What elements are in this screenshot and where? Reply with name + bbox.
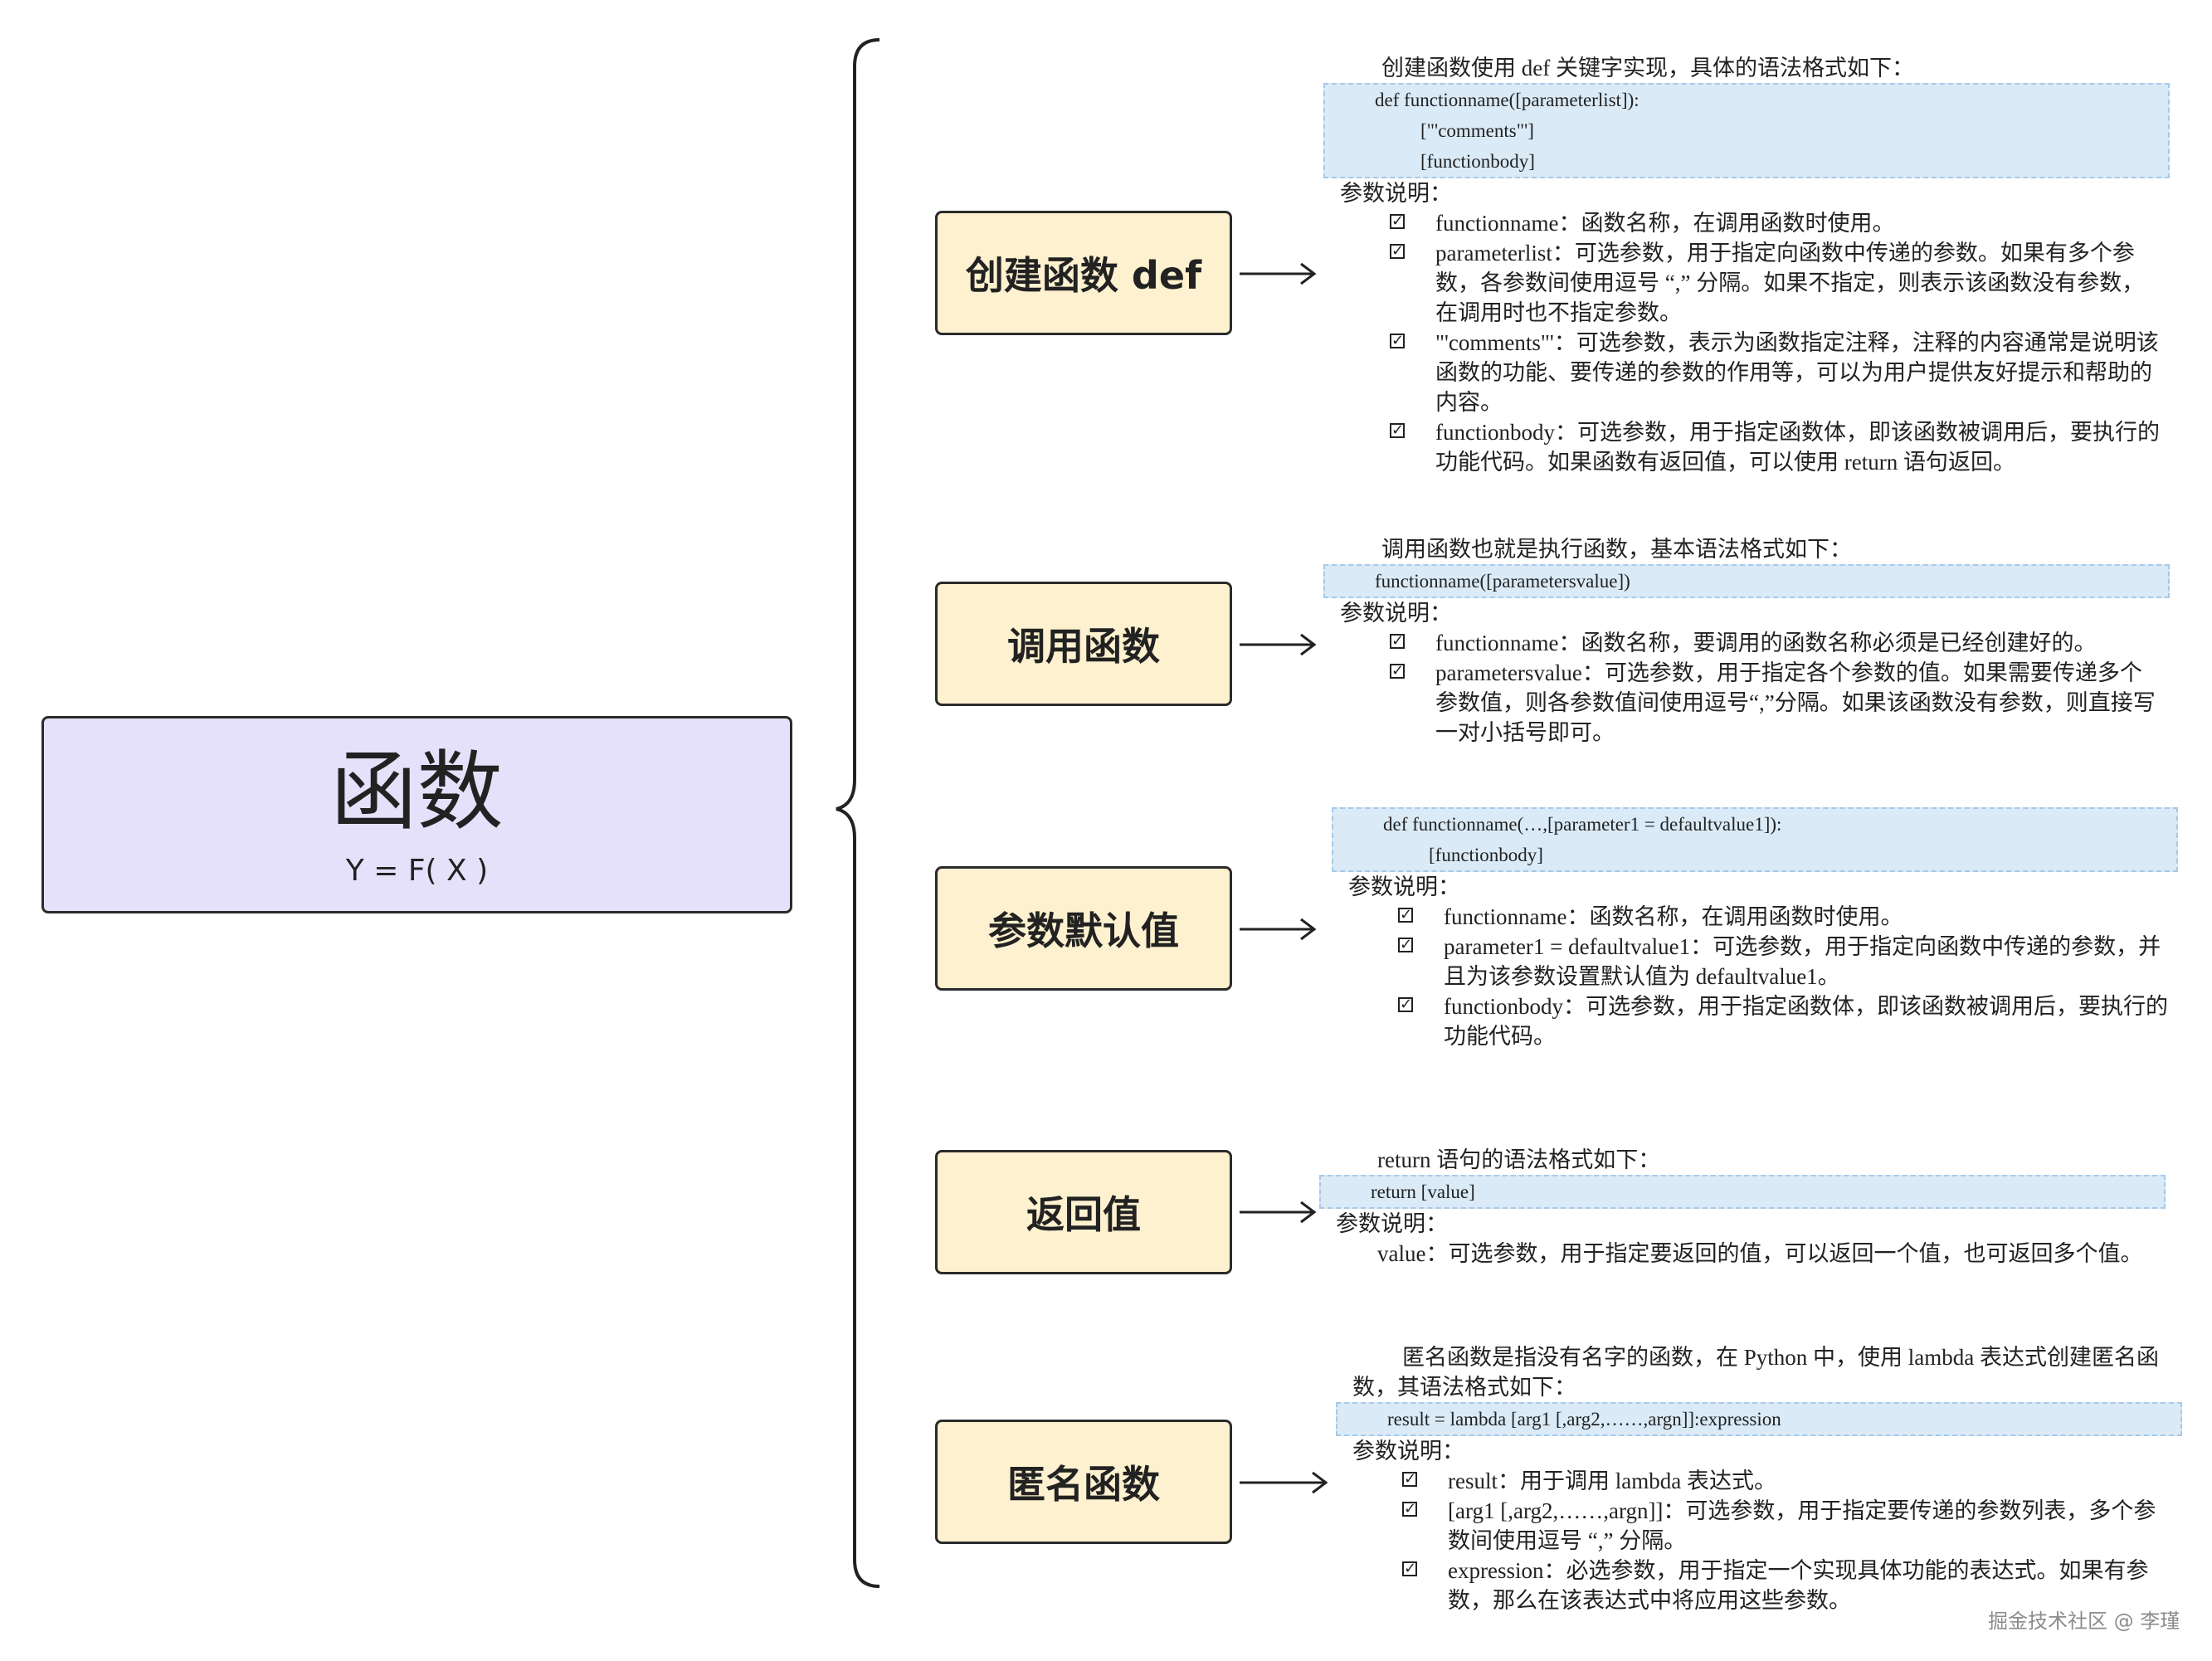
- panel-call-param-label: 参数说明：: [1340, 601, 1452, 626]
- code-line: ["'comments"']: [1420, 120, 1534, 141]
- item-text: expression：必选参数，用于指定一个实现具体功能的表达式。如果有参数，那…: [1448, 1558, 2149, 1613]
- panel-default: def functionname(…,[parameter1 = default…: [1332, 807, 2178, 1051]
- arrow-return: [1240, 1201, 1317, 1224]
- panel-call-intro: 调用函数也就是执行函数，基本语法格式如下：: [1381, 537, 1852, 562]
- node-call-function[interactable]: 调用函数: [935, 582, 1232, 706]
- checkbox-icon: ✓: [1390, 662, 1405, 680]
- list-item: ✓ result：用于调用 lambda 表达式。: [1402, 1466, 2182, 1496]
- item-text: functionbody：可选参数，用于指定函数体，即该函数被调用后，要执行的功…: [1435, 420, 2160, 475]
- arrow-lambda: [1240, 1471, 1328, 1494]
- node-create-function-label: 创建函数 def: [965, 253, 1202, 298]
- item-text: functionname：函数名称，在调用函数时使用。: [1435, 211, 1895, 236]
- checkbox-icon: ✓: [1402, 1560, 1417, 1577]
- list-item: ✓ parametersvalue：可选参数，用于指定各个参数的值。如果需要传递多…: [1390, 658, 2170, 748]
- checkbox-icon: ✓: [1402, 1470, 1417, 1488]
- item-text: result：用于调用 lambda 表达式。: [1448, 1469, 1776, 1493]
- node-return-value[interactable]: 返回值: [935, 1150, 1232, 1274]
- item-text: functionbody：可选参数，用于指定函数体，即该函数被调用后，要执行的功…: [1444, 994, 2168, 1049]
- watermark: 掘金技术社区 @ 李瑾: [1988, 1610, 2180, 1633]
- item-text: parametersvalue：可选参数，用于指定各个参数的值。如果需要传递多个…: [1435, 660, 2156, 745]
- panel-default-code: def functionname(…,[parameter1 = default…: [1332, 807, 2178, 872]
- panel-return: return 语句的语法格式如下： return [value] 参数说明： v…: [1319, 1145, 2166, 1269]
- item-text: parameterlist：可选参数，用于指定向函数中传递的参数。如果有多个参数…: [1435, 241, 2145, 325]
- node-create-function[interactable]: 创建函数 def: [935, 211, 1232, 335]
- arrow-create: [1240, 262, 1317, 285]
- list-item: ✓ functionname：函数名称，在调用函数时使用。: [1398, 902, 2178, 932]
- checkbox-icon: ✓: [1390, 632, 1405, 650]
- panel-return-param-label: 参数说明：: [1336, 1211, 1448, 1236]
- checkbox-icon: ✓: [1398, 906, 1413, 923]
- root-subtitle: Y = F( X ): [345, 854, 489, 888]
- list-item: ✓ functionbody：可选参数，用于指定函数体，即该函数被调用后，要执行的…: [1398, 991, 2178, 1051]
- panel-lambda-code: result = lambda [arg1 [,arg2,……,argn]]:e…: [1336, 1402, 2182, 1436]
- list-item: ✓ parameter1 = defaultvalue1：可选参数，用于指定向函数…: [1398, 932, 2178, 991]
- item-text: parameter1 = defaultvalue1：可选参数，用于指定向函数中…: [1444, 934, 2161, 989]
- checkbox-icon: ✓: [1398, 936, 1413, 953]
- code-line: def functionname([parameterlist]):: [1375, 90, 1640, 110]
- panel-create-code: def functionname([parameterlist]): ["'co…: [1323, 83, 2170, 178]
- panel-create: 创建函数使用 def 关键字实现，具体的语法格式如下： def function…: [1323, 53, 2170, 477]
- arrow-default: [1240, 918, 1317, 941]
- list-item: ✓ functionbody：可选参数，用于指定函数体，即该函数被调用后，要执行的…: [1390, 417, 2170, 477]
- arrow-call: [1240, 633, 1317, 656]
- code-line: def functionname(…,[parameter1 = default…: [1383, 814, 1782, 835]
- panel-call-code: functionname([parametersvalue]): [1323, 564, 2170, 598]
- list-item: ✓ parameterlist：可选参数，用于指定向函数中传递的参数。如果有多个参…: [1390, 238, 2170, 328]
- panel-create-intro: 创建函数使用 def 关键字实现，具体的语法格式如下：: [1381, 56, 1914, 80]
- item-text: functionname：函数名称，在调用函数时使用。: [1444, 904, 1903, 929]
- checkbox-icon: ✓: [1398, 996, 1413, 1013]
- list-item: ✓ functionname：函数名称，在调用函数时使用。: [1390, 208, 2170, 238]
- item-text: [arg1 [,arg2,……,argn]]：可选参数，用于指定要传递的参数列表…: [1448, 1498, 2156, 1553]
- code-line: [functionbody]: [1429, 845, 1543, 865]
- root-title: 函数: [330, 741, 504, 842]
- item-text: "'comments"'：可选参数，表示为函数指定注释，注释的内容通常是说明该函…: [1435, 330, 2159, 415]
- list-item: ✓ expression：必选参数，用于指定一个实现具体功能的表达式。如果有参数，…: [1402, 1556, 2182, 1615]
- panel-call: 调用函数也就是执行函数，基本语法格式如下： functionname([para…: [1323, 534, 2170, 748]
- panel-lambda: 匿名函数是指没有名字的函数，在 Python 中，使用 lambda 表达式创建…: [1336, 1342, 2182, 1615]
- root-node[interactable]: 函数 Y = F( X ): [41, 716, 792, 913]
- panel-return-value-line: value：可选参数，用于指定要返回的值，可以返回一个值，也可返回多个值。: [1377, 1241, 2143, 1266]
- item-text: functionname：函数名称，要调用的函数名称必须是已经创建好的。: [1435, 631, 2097, 655]
- code-line: [functionbody]: [1420, 151, 1535, 172]
- panel-return-intro: return 语句的语法格式如下：: [1377, 1147, 1661, 1172]
- panel-create-param-label: 参数说明：: [1340, 181, 1452, 206]
- list-item: ✓ functionname：函数名称，要调用的函数名称必须是已经创建好的。: [1390, 628, 2170, 658]
- code-line: result = lambda [arg1 [,arg2,……,argn]]:e…: [1387, 1409, 1781, 1430]
- code-line: return [value]: [1371, 1181, 1475, 1202]
- list-item: ✓ [arg1 [,arg2,……,argn]]：可选参数，用于指定要传递的参数列…: [1402, 1496, 2182, 1556]
- list-item: ✓ "'comments"'：可选参数，表示为函数指定注释，注释的内容通常是说明该…: [1390, 328, 2170, 417]
- node-default-params-label: 参数默认值: [988, 908, 1179, 953]
- panel-default-param-label: 参数说明：: [1348, 874, 1460, 899]
- node-default-params[interactable]: 参数默认值: [935, 866, 1232, 991]
- checkbox-icon: ✓: [1390, 242, 1405, 260]
- node-lambda[interactable]: 匿名函数: [935, 1420, 1232, 1544]
- checkbox-icon: ✓: [1402, 1500, 1417, 1517]
- node-call-function-label: 调用函数: [1007, 624, 1160, 669]
- checkbox-icon: ✓: [1390, 332, 1405, 349]
- panel-lambda-param-label: 参数说明：: [1352, 1439, 1464, 1464]
- checkbox-icon: ✓: [1390, 421, 1405, 439]
- code-line: functionname([parametersvalue]): [1375, 571, 1630, 592]
- panel-lambda-intro: 匿名函数是指没有名字的函数，在 Python 中，使用 lambda 表达式创建…: [1352, 1345, 2159, 1400]
- checkbox-icon: ✓: [1390, 212, 1405, 230]
- node-return-value-label: 返回值: [1026, 1192, 1141, 1237]
- panel-return-code: return [value]: [1319, 1175, 2166, 1209]
- node-lambda-label: 匿名函数: [1007, 1462, 1160, 1507]
